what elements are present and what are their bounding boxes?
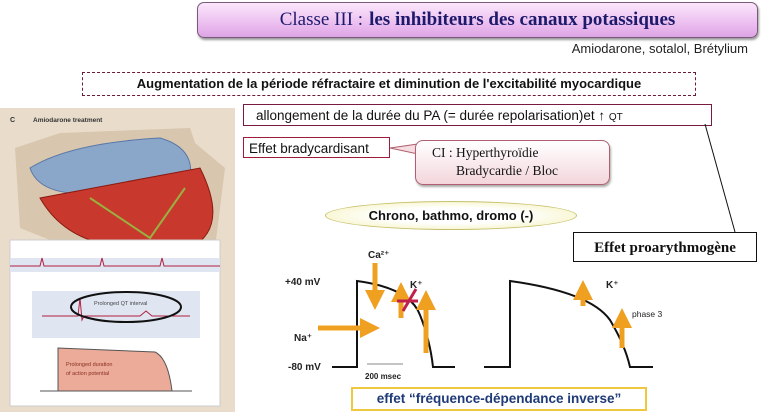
figure-panel-letter: C [10, 117, 15, 124]
label-minus80: -80 mV [288, 362, 321, 373]
proarrhythmic-effect-box: Effet proarythmogène [573, 232, 757, 262]
title-bold: les inhibiteurs des canaux potassiques [369, 9, 676, 30]
ap-curve-1 [332, 279, 455, 368]
qt-ellipse [70, 291, 182, 323]
qt-label: Prolonged QT interval [94, 301, 147, 307]
block-cross-d [401, 288, 418, 312]
conduction-path [89, 187, 186, 240]
qt-text: QT [608, 112, 623, 123]
scale-label: 200 msec [365, 372, 402, 381]
label-plus40: +40 mV [285, 277, 321, 288]
chrono-bathmo-dromo-ellipse: Chrono, bathmo, dromo (-) [325, 201, 577, 230]
action-potential-shape [40, 347, 192, 392]
ecg-trace [10, 257, 220, 267]
k-label-1: K⁺ [410, 280, 423, 291]
phase3-label: phase 3 [632, 309, 663, 319]
action-potential-chart: +40 mV -80 mV 200 msec Ca²⁺ Na⁺ K⁺ K⁺ ph… [285, 250, 663, 381]
connector-line [704, 123, 736, 233]
ca-label: Ca²⁺ [368, 250, 389, 261]
ecg-strip-bg [10, 258, 220, 272]
pa-text: allongement de la durée du PA (= durée r… [256, 108, 609, 123]
figure-title: Amiodarone treatment [33, 117, 103, 124]
ap-label-2: of action potential [66, 371, 109, 377]
pa-prolongation-box: allongement de la durée du PA (= durée r… [243, 104, 712, 126]
drug-list: Amiodarone, sotalol, Brétylium [571, 41, 748, 56]
na-label: Na⁺ [294, 333, 312, 344]
ci-line-2: Bradycardie / Bloc [456, 163, 558, 178]
slide-title: Classe III : les inhibiteurs des canaux … [197, 2, 758, 38]
k-label-2: K⁺ [606, 280, 619, 291]
contraindication-callout: CI : Hyperthyroïdie Bradycardie / Bloc [415, 140, 610, 185]
ap-label-1: Prolonged duration [66, 362, 112, 368]
heart-figure: C Amiodarone treatment Prolonged QT inte… [0, 108, 235, 412]
ci-line-1: CI : Hyperthyroïdie [432, 145, 539, 160]
title-prefix: Classe III : [279, 9, 364, 30]
ap-curve-2 [484, 279, 653, 368]
reverse-frequency-dependence-box: effet “fréquence-dépendance inverse” [351, 387, 647, 411]
mechanism-box: Augmentation de la période réfractaire e… [82, 72, 696, 96]
bradycardic-effect-box: Effet bradycardisant [243, 137, 390, 158]
